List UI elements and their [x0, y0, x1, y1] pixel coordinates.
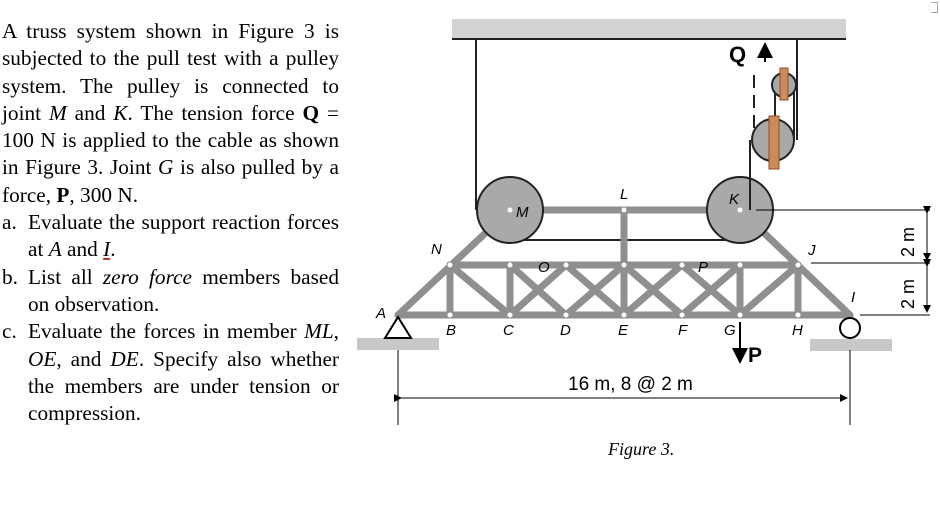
small-pulley-strap: [779, 67, 789, 101]
pin-support-a: [383, 315, 413, 339]
question-b: b.List all zero force members based on o…: [2, 264, 339, 316]
roller-support-i: [839, 317, 861, 339]
load-q-label: Q: [729, 42, 746, 67]
question-marker: a.: [2, 210, 17, 235]
joint-label-c: C: [503, 322, 514, 339]
question-a: a.Evaluate the support reaction forces a…: [2, 210, 339, 262]
problem-statement: A truss system shown in Figure 3 is subj…: [2, 18, 339, 427]
joint-g-ref: G: [158, 155, 174, 180]
joint-label-f: F: [678, 322, 688, 339]
pulley-m-hub: [507, 207, 513, 213]
force-p-ref: P: [56, 182, 70, 207]
span-label: 16 m, 8 @ 2 m: [568, 374, 693, 395]
joint-label-p: P: [698, 259, 708, 276]
height-upper-label: 2 m: [898, 227, 918, 257]
joint-label-a: A: [375, 305, 386, 322]
joint-label-g: G: [724, 322, 736, 339]
joint-label-m: M: [516, 204, 529, 221]
joint-label-n: N: [431, 241, 442, 258]
margin-mark: [931, 2, 938, 13]
figure-caption: Figure 3.: [607, 439, 674, 459]
question-marker: b.: [2, 264, 18, 289]
joint-label-l: L: [620, 186, 628, 203]
joint-label-j: J: [807, 242, 816, 259]
joint-label-k: K: [729, 191, 740, 208]
question-marker: c.: [2, 319, 17, 344]
joint-k-ref: K: [113, 100, 128, 125]
joint-label-d: D: [560, 322, 571, 339]
question-c: c.Evaluate the forces in member ML, OE, …: [2, 319, 340, 426]
ground-right: [810, 339, 892, 351]
joint-label-h: H: [792, 322, 803, 339]
joint-m-ref: M: [48, 100, 67, 125]
height-lower-label: 2 m: [898, 279, 918, 309]
load-p-label: P: [748, 344, 762, 367]
pulley-k-hub: [737, 207, 743, 213]
force-q-ref: Q: [302, 100, 320, 125]
question-list: a.Evaluate the support reaction forces a…: [2, 209, 339, 427]
joint-labels: A B C D E F G H I J K L M N O P: [375, 186, 855, 339]
ceiling-block: [452, 19, 846, 39]
joint-dots: [447, 207, 801, 318]
joint-label-b: B: [446, 322, 456, 339]
ground-left: [357, 338, 439, 350]
joint-label-o: O: [538, 259, 550, 276]
mid-pulley-strap: [768, 115, 780, 170]
joint-label-i: I: [851, 289, 855, 306]
problem-intro: A truss system shown in Figure 3 is subj…: [2, 19, 339, 207]
joint-label-e: E: [618, 322, 629, 339]
